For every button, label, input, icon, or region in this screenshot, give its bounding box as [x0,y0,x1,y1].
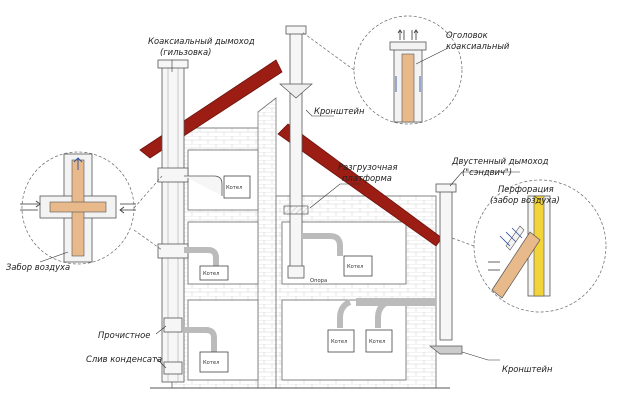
boiler-basement-2 [365,329,393,353]
label-perforation-sub: (забор воздуха) [490,195,560,205]
sandwich-cap [435,183,457,193]
boiler-label: Котел [347,264,363,270]
detail-air-intake [20,151,163,265]
boiler-label: Котел [203,360,219,366]
boiler-basement-left [199,351,229,373]
sandwich-chimney [337,183,463,355]
cleanout-fitting [163,317,183,333]
boilers: Котел Котел Котел Котел Котел Котел Опор… [199,175,393,373]
leader-lines [39,47,541,369]
label-coaxial-cap: Оголовок [446,30,488,40]
boiler-attic [223,175,251,199]
label-bracket-top: Кронштейн [314,106,365,116]
label-double-wall-sub: ("сэндвич") [462,167,512,177]
central-pipe-cap [285,25,307,35]
coaxial-tee-1 [157,167,189,183]
boiler-label: Котел [331,339,347,345]
labels: Коаксиальный дымоход (гильзовка) Оголово… [6,30,560,374]
boiler-floor1-left [199,265,229,281]
label-double-wall: Двустенный дымоход [451,156,549,166]
bottom-bracket [429,345,463,355]
angled-flue [491,231,541,299]
gable-wall [257,97,277,389]
label-bracket-bottom: Кронштейн [502,364,553,374]
boiler-label: Котел [226,185,242,191]
support-label: Опора [310,278,327,284]
central-chimney [279,25,343,279]
label-condensate-drain: Слив конденсата [86,354,162,364]
detail-coaxial-cap [301,15,463,125]
support-fitting [287,265,305,279]
coaxial-chimney [157,59,189,383]
coaxial-tee-2 [157,243,189,259]
boiler-basement-1 [327,329,355,353]
condensate-drain-fitting [163,361,183,375]
label-unload-platform: Разгрузочная [338,162,397,172]
coaxial-pipe-outer [161,65,185,383]
boiler-connections-left [184,175,223,352]
label-cleanout: Прочистное [98,330,150,340]
central-pipe [289,31,303,277]
label-coaxial-cap-sub: коаксиальный [446,41,510,51]
label-coaxial-chimney: Коаксиальный дымоход [148,36,255,46]
detail-circle-top [353,15,463,125]
label-unload-platform-sub: платформа [342,173,392,183]
detail-perforation [451,179,607,313]
sandwich-pipe [439,189,453,341]
label-coaxial-chimney-sub: (гильзовка) [160,47,211,57]
boiler-floor1-right [343,255,373,277]
coaxial-chimney-cap [157,59,189,69]
label-air-intake: Забор воздуха [6,262,70,272]
boiler-label: Котел [369,339,385,345]
boiler-label: Котел [203,271,219,277]
top-bracket [279,83,313,99]
label-perforation: Перфорация [498,184,554,194]
unload-platform [283,205,309,215]
